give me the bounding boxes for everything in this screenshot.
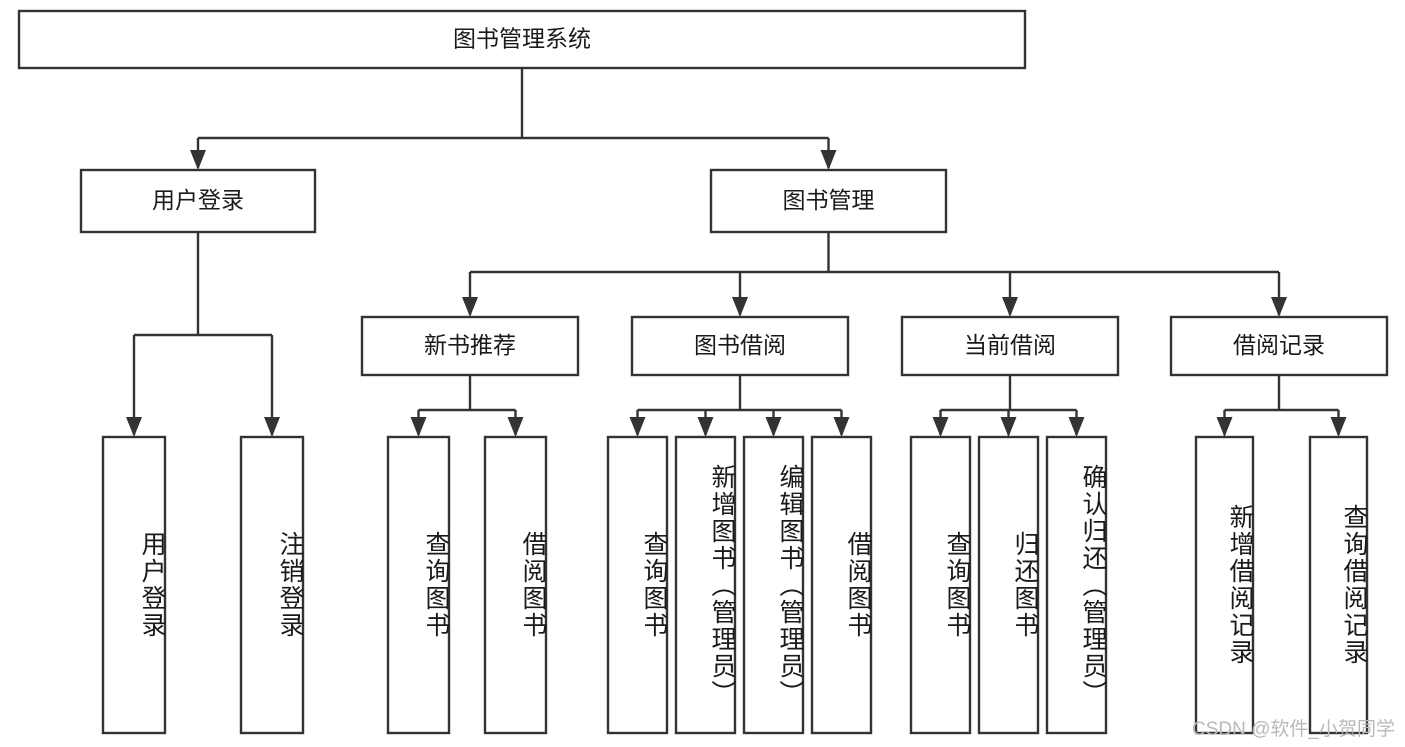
node-root-label: 图书管理系统 bbox=[453, 26, 591, 52]
node-current-borrow-label: 当前借阅 bbox=[964, 332, 1056, 358]
node-new-book-recommend-label: 新书推荐 bbox=[424, 332, 516, 358]
arrow-head-icon bbox=[507, 417, 524, 437]
node-leaf-return-book[interactable] bbox=[977, 435, 1040, 735]
connector-lines bbox=[126, 68, 1347, 437]
arrow-head-icon bbox=[765, 417, 782, 437]
node-leaf-user-logout[interactable] bbox=[239, 435, 305, 735]
arrow-head-icon bbox=[732, 297, 748, 317]
watermark-text: CSDN @软件_小贺同学 bbox=[1192, 719, 1395, 740]
arrow-head-icon bbox=[820, 150, 837, 170]
node-borrow-record[interactable]: 借阅记录 bbox=[1169, 315, 1389, 377]
node-leaf-user-login[interactable] bbox=[101, 435, 167, 735]
arrow-head-icon bbox=[1216, 417, 1233, 437]
node-book-manage-label: 图书管理 bbox=[783, 187, 875, 213]
node-leaf-query-book-2[interactable] bbox=[606, 435, 669, 735]
node-borrow-record-label: 借阅记录 bbox=[1233, 332, 1325, 358]
node-user-login[interactable]: 用户登录 bbox=[79, 168, 317, 234]
arrow-head-icon bbox=[190, 150, 206, 170]
node-leaf-confirm-return[interactable] bbox=[1045, 435, 1108, 735]
arrow-head-icon bbox=[629, 417, 646, 437]
node-leaf-add-record[interactable] bbox=[1194, 435, 1255, 735]
arrow-head-icon bbox=[1000, 417, 1017, 437]
node-book-borrow[interactable]: 图书借阅 bbox=[630, 315, 850, 377]
node-root[interactable]: 图书管理系统 bbox=[17, 9, 1027, 70]
node-leaf-query-record[interactable] bbox=[1308, 435, 1369, 735]
arrow-head-icon bbox=[1068, 417, 1085, 437]
node-leaf-query-book-1[interactable] bbox=[386, 435, 451, 735]
arrow-head-icon bbox=[1271, 297, 1287, 317]
node-book-manage[interactable]: 图书管理 bbox=[709, 168, 948, 234]
arrow-head-icon bbox=[833, 417, 850, 437]
arrow-head-icon bbox=[410, 417, 427, 437]
arrow-head-icon bbox=[697, 417, 714, 437]
node-leaf-borrow-book-2[interactable] bbox=[810, 435, 873, 735]
node-leaf-add-book[interactable] bbox=[674, 435, 737, 735]
node-new-book-recommend[interactable]: 新书推荐 bbox=[360, 315, 580, 377]
arrow-head-icon bbox=[932, 417, 949, 437]
node-user-login-label: 用户登录 bbox=[152, 187, 244, 213]
arrow-head-icon bbox=[462, 297, 478, 317]
node-leaf-edit-book[interactable] bbox=[742, 435, 805, 735]
node-leaf-query-book-3[interactable] bbox=[909, 435, 972, 735]
node-leaf-borrow-book-1[interactable] bbox=[483, 435, 548, 735]
arrow-head-icon bbox=[126, 417, 142, 437]
arrow-head-icon bbox=[1330, 417, 1347, 437]
arrow-head-icon bbox=[1002, 297, 1018, 317]
arrow-head-icon bbox=[264, 417, 280, 437]
node-current-borrow[interactable]: 当前借阅 bbox=[900, 315, 1120, 377]
node-book-borrow-label: 图书借阅 bbox=[694, 332, 786, 358]
